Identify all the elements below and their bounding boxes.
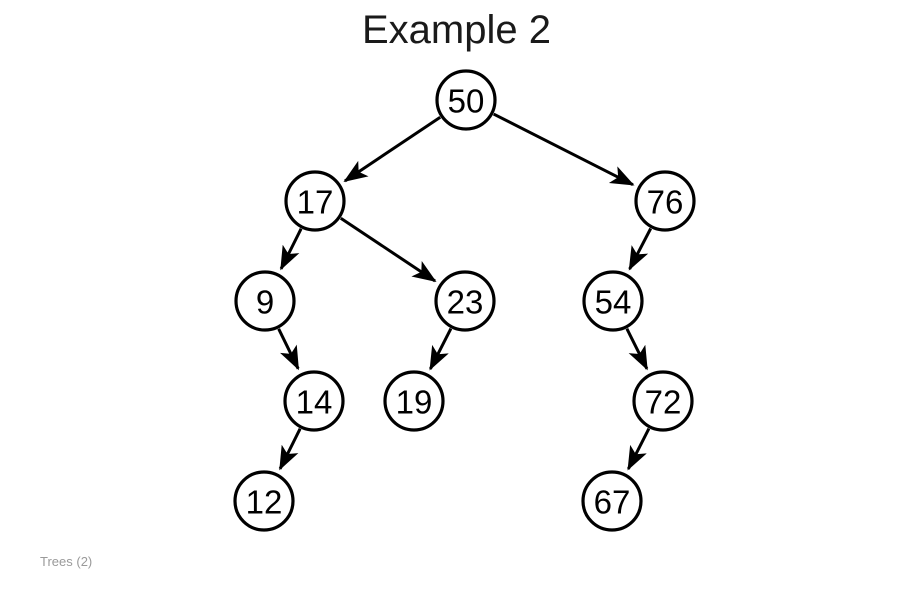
tree-edge-23-to-19 xyxy=(429,327,453,371)
tree-node-76[interactable]: 76 xyxy=(634,170,696,232)
tree-node-label-19: 19 xyxy=(396,384,433,421)
tree-node-label-14: 14 xyxy=(296,384,333,421)
tree-node-circle-14 xyxy=(283,370,345,432)
tree-edge-17-to-9 xyxy=(279,228,303,271)
tree-node-circle-17 xyxy=(284,170,346,232)
tree-edge-76-to-54 xyxy=(628,227,653,271)
tree-node-circle-67 xyxy=(581,470,643,532)
tree-node-label-76: 76 xyxy=(647,184,684,221)
tree-node-label-9: 9 xyxy=(256,284,274,321)
slide-footer-label: Trees (2) xyxy=(40,554,93,569)
tree-node-circle-54 xyxy=(582,270,644,332)
tree-node-circle-76 xyxy=(634,170,696,232)
tree-node-circle-72 xyxy=(632,370,694,432)
tree-edge-50-to-76 xyxy=(492,112,635,187)
tree-nodes: 50 17 76 9 23 54 14 19 72 12 67 xyxy=(233,69,696,532)
tree-edge-14-to-12 xyxy=(278,428,302,471)
tree-node-17[interactable]: 17 xyxy=(284,170,346,232)
tree-node-72[interactable]: 72 xyxy=(632,370,694,432)
tree-node-label-67: 67 xyxy=(594,484,631,521)
tree-node-9[interactable]: 9 xyxy=(234,270,296,332)
tree-node-23[interactable]: 23 xyxy=(434,270,496,332)
tree-node-67[interactable]: 67 xyxy=(581,470,643,532)
tree-edge-9-to-14 xyxy=(277,328,300,371)
tree-node-50[interactable]: 50 xyxy=(435,69,497,131)
tree-node-label-12: 12 xyxy=(246,484,283,521)
tree-node-circle-12 xyxy=(233,470,295,532)
tree-edge-54-to-72 xyxy=(625,328,649,371)
tree-edge-72-to-67 xyxy=(627,427,651,471)
tree-edge-17-to-23 xyxy=(339,216,437,283)
tree-node-circle-23 xyxy=(434,270,496,332)
tree-node-54[interactable]: 54 xyxy=(582,270,644,332)
tree-node-12[interactable]: 12 xyxy=(233,470,295,532)
tree-node-circle-19 xyxy=(383,370,445,432)
tree-edges xyxy=(277,112,653,471)
tree-node-label-72: 72 xyxy=(645,384,682,421)
tree-node-14[interactable]: 14 xyxy=(283,370,345,432)
page-title: Example 2 xyxy=(362,8,551,52)
tree-node-label-23: 23 xyxy=(447,284,484,321)
tree-node-19[interactable]: 19 xyxy=(383,370,445,432)
tree-edge-50-to-17 xyxy=(343,115,442,183)
tree-node-label-50: 50 xyxy=(448,83,485,120)
tree-node-circle-50 xyxy=(435,69,497,131)
tree-node-circle-9 xyxy=(234,270,296,332)
tree-node-label-54: 54 xyxy=(595,284,632,321)
tree-node-label-17: 17 xyxy=(297,184,334,221)
